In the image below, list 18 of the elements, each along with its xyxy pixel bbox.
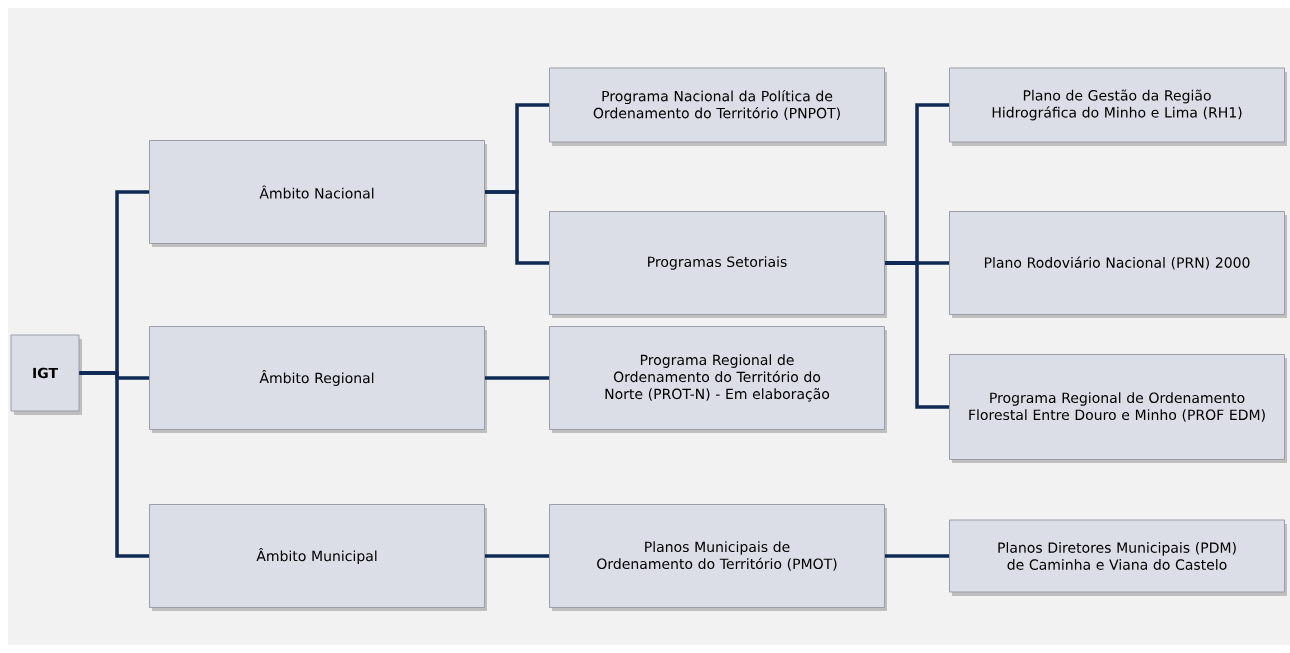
connector: [485, 190, 549, 265]
process-box: Programa Nacional da Política de Ordenamento do Território (PNPOT): [549, 67, 887, 146]
process-box: Plano Rodoviário Nacional (PRN) 2000: [949, 211, 1287, 318]
connector: [885, 554, 949, 558]
connector: [485, 554, 549, 558]
process-box: Programa Regional de Ordenamento Florestal Entre Douro e Minho (PROF EDM): [949, 354, 1287, 463]
connector: [79, 371, 149, 558]
process-box: Programas Setoriais: [549, 211, 887, 318]
process-box: Planos Diretores Municipais (PDM) de Caminha e Viana do Castelo: [949, 519, 1287, 596]
process-box: Plano de Gestão da Região Hidrográfica do Minho e Lima (RH1): [949, 67, 1287, 146]
process-box: Âmbito Nacional: [149, 140, 487, 247]
process-box: Planos Municipais de Ordenamento do Território (PMOT): [549, 504, 887, 611]
process-box: Âmbito Municipal: [149, 504, 487, 611]
root-box: IGT: [10, 334, 82, 415]
connector: [885, 261, 949, 409]
process-box: Âmbito Regional: [149, 326, 487, 433]
connector: [485, 376, 549, 380]
process-box: Programa Regional de Ordenamento do Território do Norte (PROT-N) - Em elaboração: [549, 326, 887, 433]
